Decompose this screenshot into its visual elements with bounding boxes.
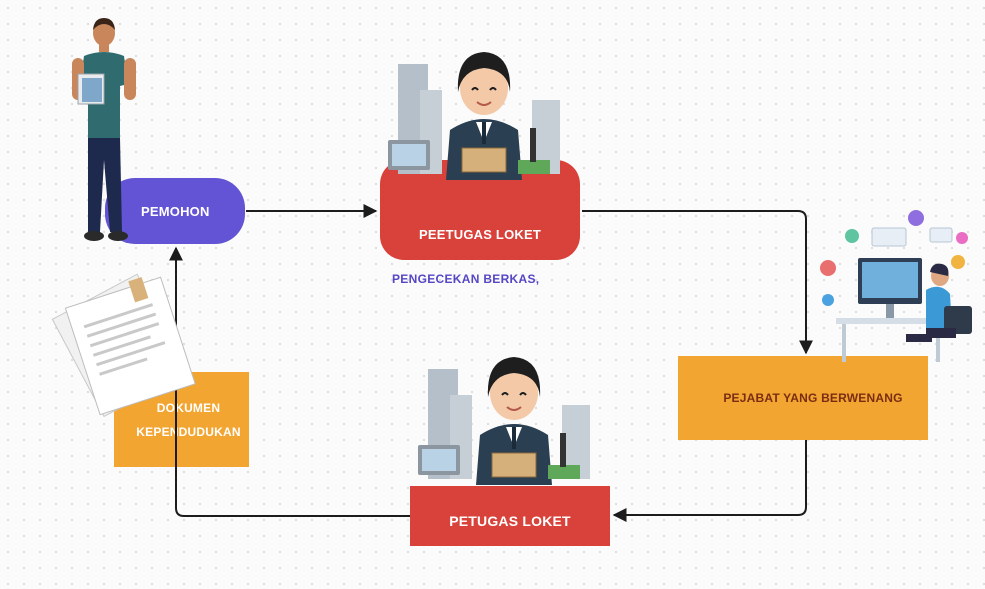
connector-arrows [169,204,813,522]
documents-icon [51,273,196,418]
petugas-loket-top-label: PEETUGAS LOKET [419,226,541,242]
arrow-pejabat-to-loket [612,440,807,522]
arrow-loket-to-pemohon [169,246,410,517]
pejabat-label: PEJABAT YANG BERWENANG [723,391,903,405]
official-computer-icon [820,210,972,362]
arrow-loket-to-pejabat [582,210,813,355]
person-icon [72,18,136,241]
pejabat-node: PEJABAT YANG BERWENANG [678,356,928,440]
petugas-loket-bottom-label: PETUGAS LOKET [449,513,571,529]
pemohon-label: PEMOHON [141,203,210,219]
clerk-icon-top [388,52,560,180]
dokumen-label: DOKUMEN KEPENDUDUKAN [136,400,241,439]
pengecekan-berkas-note: PENGECEKAN BERKAS, [392,272,540,286]
petugas-loket-bottom-node: PETUGAS LOKET [410,486,610,546]
clerk-icon-bottom [418,357,590,485]
pemohon-node: PEMOHON [105,178,245,244]
